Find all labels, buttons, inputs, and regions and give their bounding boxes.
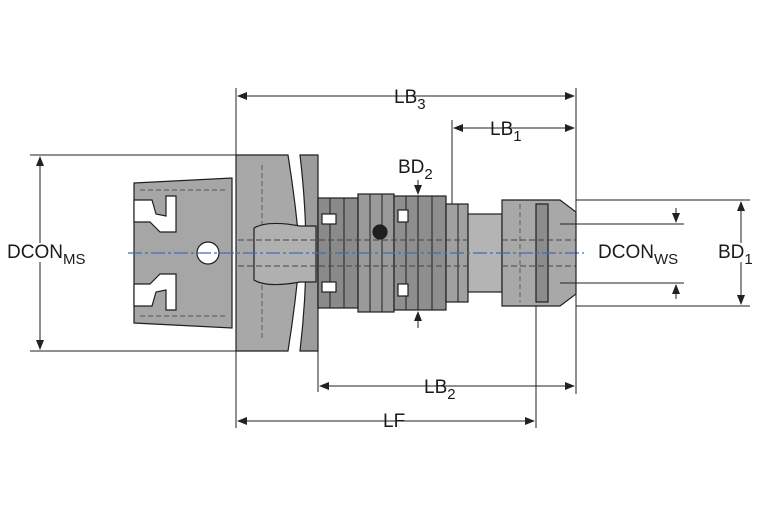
dcon-ms-main: DCON (7, 242, 63, 263)
dcon-ms-sub: MS (62, 251, 86, 268)
lb1-sub: 1 (513, 128, 522, 145)
bd1-main: BD (718, 242, 745, 263)
bd1-label: BD1 (718, 242, 753, 267)
bd2-label: BD2 (398, 157, 433, 182)
lb1-label: LB1 (490, 119, 522, 144)
bd2-main: BD (398, 157, 425, 178)
dcon-ws-label: DCONWS (598, 242, 679, 267)
lb2-sub: 2 (447, 386, 456, 403)
dcon-ws-main: DCON (598, 242, 654, 263)
lb1-main: LB (490, 119, 514, 140)
lb3-main: LB (394, 87, 418, 108)
lf-label: LF (383, 412, 405, 431)
dimension-lines (30, 88, 750, 428)
lb3-label: LB3 (394, 87, 426, 112)
dcon-ms-label: DCONMS (7, 242, 86, 267)
bd2-sub: 2 (424, 166, 433, 183)
lb3-sub: 3 (417, 96, 426, 113)
lf-main: LF (383, 411, 406, 432)
bd1-sub: 1 (744, 251, 753, 268)
lb2-main: LB (424, 377, 448, 398)
dcon-ws-sub: WS (653, 251, 679, 268)
hidden-lines (238, 239, 576, 267)
lb2-label: LB2 (424, 377, 456, 402)
